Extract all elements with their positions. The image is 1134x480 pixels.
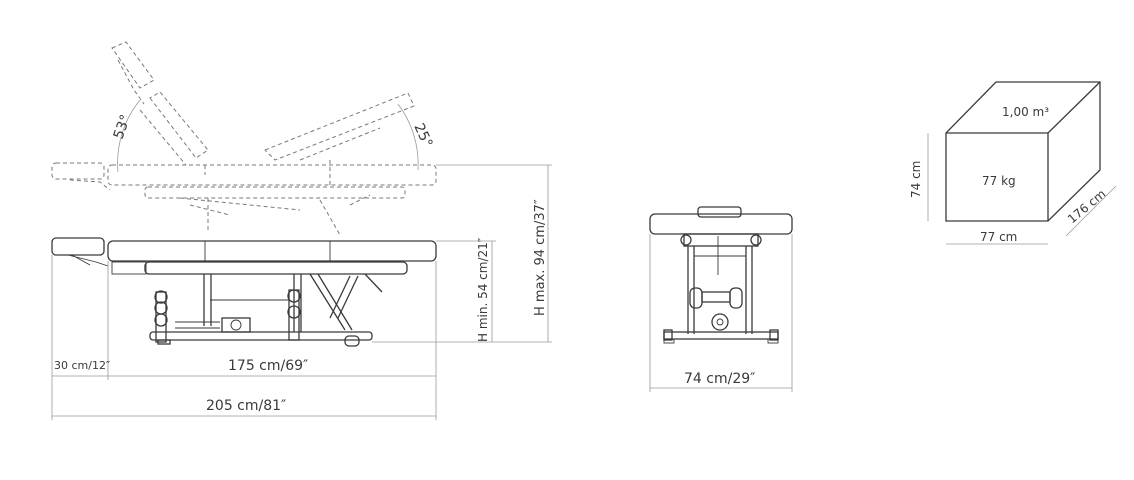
table-low-position	[51, 237, 437, 347]
length-head-label: 30 cm/12″	[54, 359, 110, 372]
table-raised-position-dashed	[51, 41, 437, 236]
length-body-label: 175 cm/69″	[228, 358, 308, 374]
length-total-label: 205 cm/81″	[206, 398, 286, 414]
side-dimensions: H max. 94 cm/37″ H min. 54 cm/21″ 30 cm/…	[51, 164, 552, 420]
width-label: 74 cm/29″	[684, 371, 755, 387]
height-min-label: H min. 54 cm/21″	[476, 237, 490, 342]
front-view	[649, 206, 793, 344]
package-box: 1,00 m³ 77 kg 74 cm 77 cm 176 cm	[909, 81, 1117, 245]
height-max-label: H max. 94 cm/37″	[533, 199, 548, 316]
box-depth-label: 176 cm	[1065, 187, 1108, 227]
weight-label: 77 kg	[982, 174, 1016, 188]
box-width-label: 77 cm	[980, 230, 1017, 244]
angle-back-label: 53°	[111, 113, 135, 142]
front-dimensions: 74 cm/29″	[649, 234, 793, 392]
box-height-label: 74 cm	[909, 161, 923, 198]
angle-legs-label: 25°	[410, 121, 435, 150]
volume-label: 1,00 m³	[1002, 105, 1049, 119]
